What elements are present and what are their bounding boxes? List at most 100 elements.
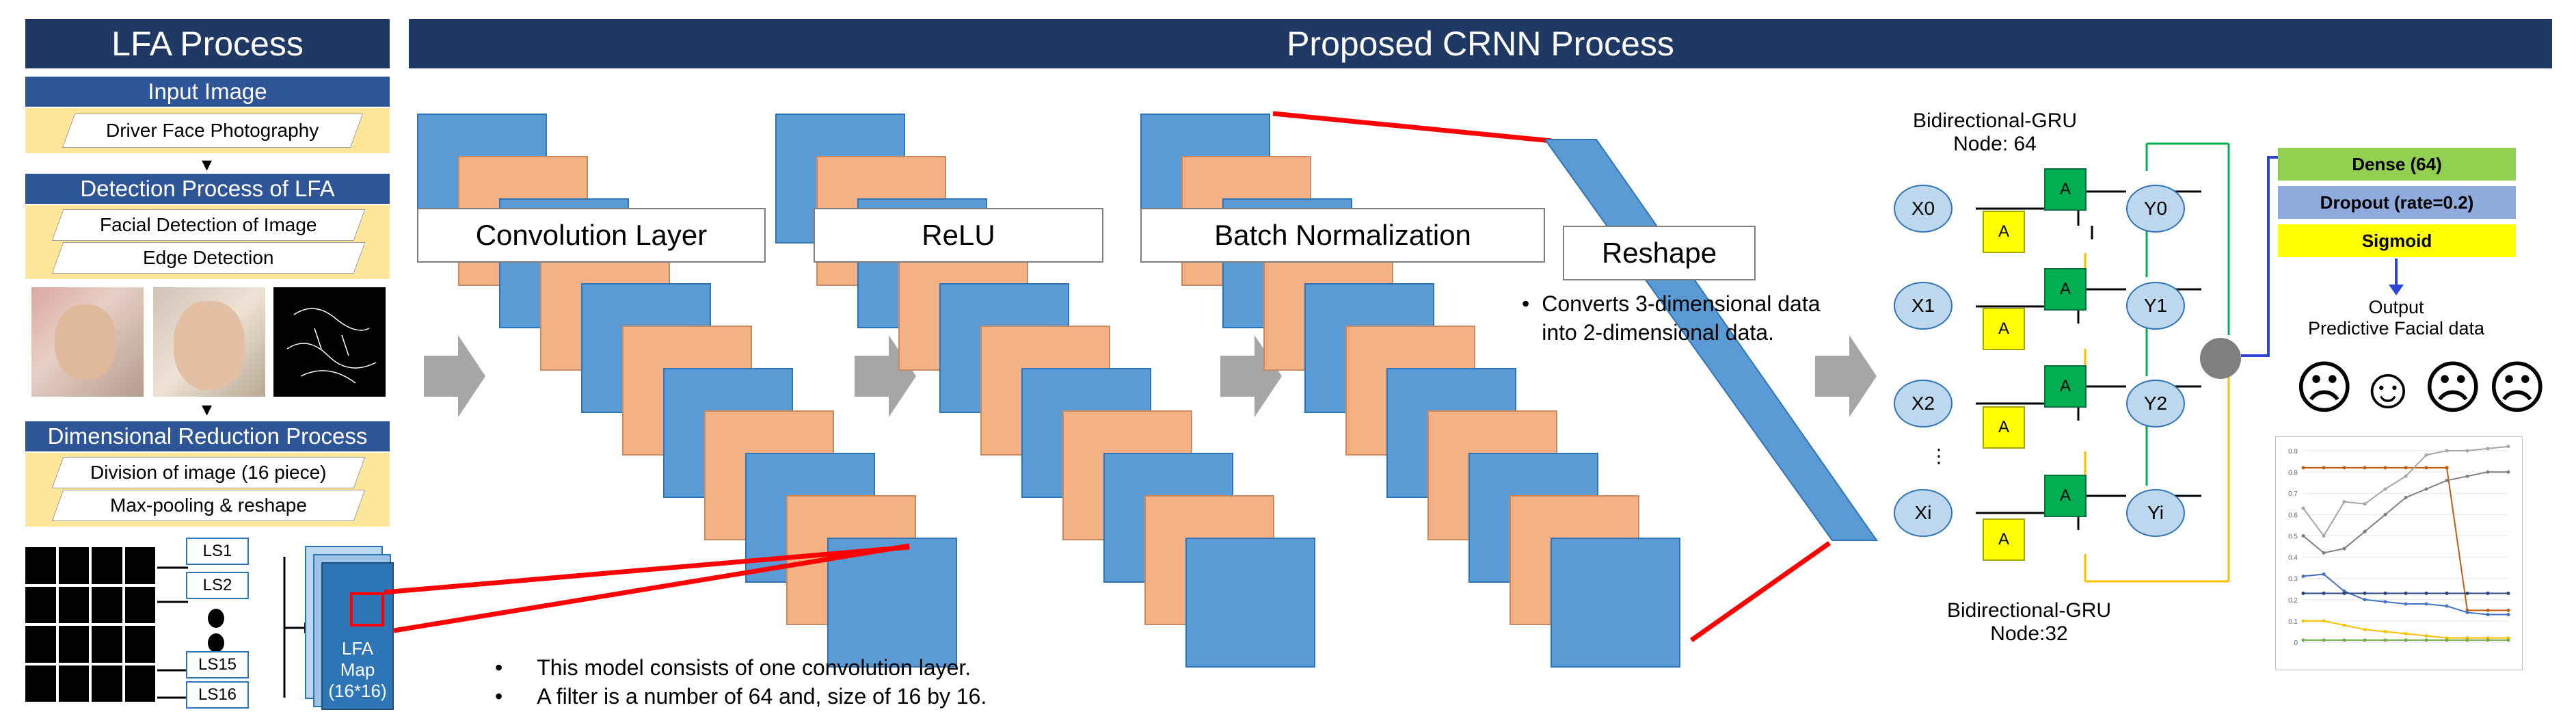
gru-forward-cell: A (2044, 168, 2087, 211)
data-point (2322, 638, 2326, 642)
output-label: Output Predictive Facial data (2307, 297, 2485, 339)
gru-backward-cell: A (1983, 211, 2025, 253)
bullet-icon: • (495, 683, 503, 709)
data-point (2486, 613, 2490, 617)
y-tick-label: 0.9 (2288, 448, 2298, 456)
data-point (2465, 474, 2469, 478)
data-point (2404, 495, 2408, 499)
gru-backward-cell: A (1983, 308, 2025, 350)
data-point (2363, 638, 2367, 642)
face-neutral-icon: ☹ (2423, 356, 2483, 420)
division-grid (25, 547, 155, 702)
data-point (2404, 632, 2408, 636)
data-point (2301, 638, 2305, 642)
data-point (2383, 638, 2387, 642)
arrow-down-icon (2389, 259, 2404, 295)
ellipsis-dot (208, 609, 224, 628)
data-point (2506, 613, 2510, 617)
data-point (2445, 466, 2449, 470)
y-tick-label: 0.4 (2288, 555, 2298, 562)
feature-map (827, 538, 957, 668)
data-point (2506, 591, 2510, 595)
lfa-map-highlight (350, 592, 384, 627)
data-point (2383, 629, 2387, 633)
chart-svg: 0.90.80.70.60.50.40.30.20.10 (2288, 445, 2510, 647)
data-point (2383, 512, 2387, 516)
data-point (2301, 575, 2305, 579)
data-point (2424, 602, 2428, 606)
ellipsis-dot (208, 633, 224, 652)
convolution-layer-label: Convolution Layer (417, 208, 766, 263)
gru-input-xi: Xi (1894, 489, 1953, 537)
gru-output-y1: Y1 (2126, 282, 2185, 330)
batch-normalization-label: Batch Normalization (1140, 208, 1545, 263)
reshape-label: Reshape (1563, 226, 1756, 280)
data-point (2445, 638, 2449, 642)
dense-layer: Dense (64) (2278, 148, 2516, 181)
series-line (2303, 466, 2508, 611)
arrow-down-icon: ▾ (202, 398, 213, 421)
arrow-right-icon (1815, 335, 1877, 417)
reshape-note: • Converts 3-dimensional data into 2-dim… (1522, 290, 1836, 347)
gru-bottom-label: Bidirectional-GRU Node:32 (1946, 599, 2112, 645)
data-point (2445, 449, 2449, 453)
data-point (2301, 533, 2305, 538)
face-sad-icon: ☹ (2294, 356, 2354, 420)
y-tick-label: 0.1 (2288, 618, 2298, 626)
data-point (2445, 604, 2449, 608)
y-tick-label: 0.6 (2288, 512, 2298, 519)
y-tick-label: 0.7 (2288, 490, 2298, 498)
bullet-text: A filter is a number of 64 and, size of … (537, 683, 987, 709)
gru-forward-cell: A (2044, 475, 2087, 517)
data-point (2301, 506, 2305, 510)
data-point (2301, 466, 2305, 470)
ls-box-16: LS16 (186, 681, 249, 709)
data-point (2465, 449, 2469, 453)
data-point (2322, 572, 2326, 576)
y-tick-label: 0.5 (2288, 533, 2298, 540)
crnn-title: Proposed CRNN Process (409, 19, 2552, 68)
data-point (2424, 634, 2428, 638)
gru-backward-cell: A (1983, 518, 2025, 561)
data-point (2506, 445, 2510, 449)
gru-top-label: Bidirectional-GRU Node: 64 (1912, 109, 2078, 155)
data-point (2424, 466, 2428, 470)
data-point (2486, 447, 2490, 451)
data-point (2486, 608, 2490, 612)
bullet-icon: • (495, 655, 503, 680)
gru-input-x2: X2 (1894, 380, 1953, 427)
data-point (2506, 470, 2510, 474)
series-line (2303, 445, 2509, 538)
gru-output-y0: Y0 (2126, 185, 2185, 233)
face-annoyed-icon: ☹ (2487, 356, 2547, 420)
face-happy-icon: ☺ (2359, 356, 2417, 420)
data-point (2363, 529, 2367, 533)
sigmoid-layer: Sigmoid (2278, 224, 2516, 257)
data-point (2486, 470, 2490, 474)
relu-label: ReLU (814, 208, 1103, 263)
detection-header: Detection Process of LFA (25, 174, 390, 204)
data-point (2486, 638, 2490, 642)
data-point (2322, 591, 2326, 595)
data-point (2424, 638, 2428, 642)
data-point (2363, 627, 2367, 631)
gru-forward-cell: A (2044, 268, 2087, 311)
ls-box-1: LS1 (186, 538, 249, 565)
data-point (2322, 619, 2326, 623)
y-tick-label: 0.3 (2288, 576, 2298, 583)
ls-box-2: LS2 (186, 572, 249, 599)
data-point (2363, 502, 2367, 506)
gru-input-x0: X0 (1894, 185, 1953, 233)
data-point (2424, 487, 2428, 491)
gru-ellipsis: ⋮ (1929, 445, 1948, 466)
data-point (2404, 638, 2408, 642)
gru-forward-cell: A (2044, 365, 2087, 408)
data-point (2383, 591, 2387, 595)
data-point (2363, 591, 2367, 595)
data-point (2342, 638, 2346, 642)
feature-map (1185, 538, 1315, 668)
data-point (2506, 638, 2510, 642)
data-point (2322, 533, 2326, 538)
data-point (2322, 551, 2326, 555)
